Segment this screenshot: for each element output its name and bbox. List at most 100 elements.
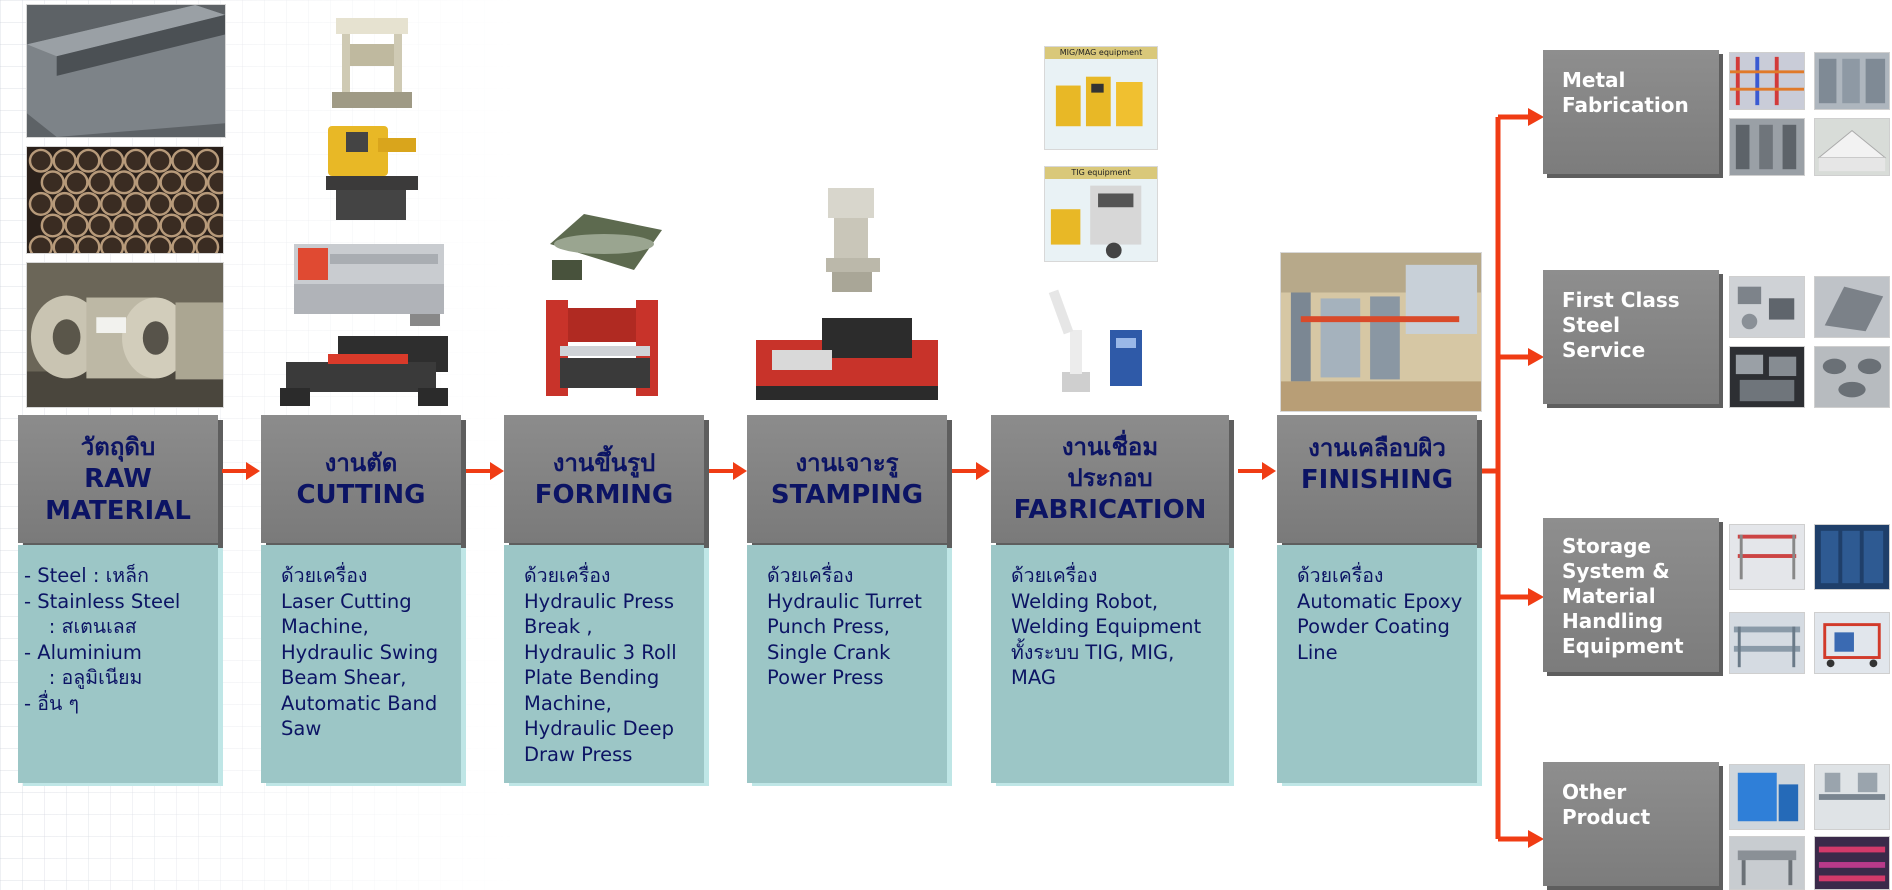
stage-body-forming: ด้วยเครื่อง Hydraulic Press Break , Hydr… <box>504 545 704 783</box>
welding-robot-photo <box>1048 280 1150 398</box>
body-line: Break , <box>524 615 593 638</box>
flow-arrow-icon <box>1238 462 1276 480</box>
output-label: Fabrication <box>1562 93 1689 117</box>
body-line: Punch Press, <box>767 615 890 638</box>
stage-body-raw-material: - Steel : เหล็ก - Stainless Steel : สเตน… <box>18 545 218 783</box>
body-line: ด้วยเครื่อง <box>281 564 368 587</box>
powder-coating-line-photo <box>1280 252 1482 412</box>
stage-header-forming: งานขึ้นรูป FORMING <box>504 415 704 543</box>
body-line: ด้วยเครื่อง <box>1011 564 1098 587</box>
locker-thumbnail <box>1814 524 1890 590</box>
turret-punch-press-photo <box>752 310 942 404</box>
stage-body-fabrication: ด้วยเครื่อง Welding Robot, Welding Equip… <box>991 545 1229 783</box>
body-line: ด้วยเครื่อง <box>1297 564 1384 587</box>
stage-header-cutting: งานตัด CUTTING <box>261 415 461 543</box>
body-line: Automatic Band <box>281 691 438 715</box>
stage-title-thai: งานเชื่อม <box>1061 433 1159 461</box>
trolley-thumbnail <box>1814 612 1890 674</box>
stage-title-thai: งานตัด <box>324 448 398 477</box>
flow-arrow-icon <box>952 462 990 480</box>
body-line: Hydraulic Press <box>524 589 674 613</box>
tent-structure-thumbnail <box>1814 118 1890 176</box>
body-line: ทั้งระบบ TIG, MIG, <box>1011 640 1175 664</box>
blue-cabinet-thumbnail <box>1729 764 1805 830</box>
steel-sheet-photo <box>26 4 226 138</box>
body-line: Draw Press <box>524 742 633 766</box>
output-label: Handling <box>1562 609 1664 633</box>
output-label: Other <box>1562 780 1627 804</box>
tig-equipment-photo: TIG equipment <box>1044 166 1158 262</box>
body-line: Hydraulic Swing <box>281 640 439 664</box>
stage-title-en: CUTTING <box>296 479 426 510</box>
stage-body-stamping: ด้วยเครื่อง Hydraulic Turret Punch Press… <box>747 545 947 783</box>
body-line: : อลูมิเนียม <box>24 666 143 689</box>
flow-arrow-icon <box>466 462 504 480</box>
output-label: First Class <box>1562 288 1680 312</box>
body-line: Powder Coating <box>1297 615 1450 638</box>
body-line: ด้วยเครื่อง <box>767 564 854 587</box>
output-label: Service <box>1562 338 1646 362</box>
stage-title-en: RAW <box>84 463 152 494</box>
output-label: Equipment <box>1562 634 1684 658</box>
body-line: - อื่น ๆ <box>24 691 79 715</box>
body-line: - Stainless Steel <box>24 589 181 613</box>
stage-title-en: FABRICATION <box>1013 495 1207 525</box>
body-line: Welding Equipment <box>1011 615 1202 638</box>
body-line: Plate Bending <box>524 666 660 689</box>
racking-thumbnail <box>1729 52 1805 110</box>
stage-title-thai: วัตถุดิบ <box>80 432 156 461</box>
stage-header-fabrication: งานเชื่อม ประกอบ FABRICATION <box>991 415 1229 543</box>
stage-title-thai: งานขึ้นรูป <box>552 448 656 477</box>
body-line: Hydraulic 3 Roll <box>524 640 677 664</box>
output-label: Product <box>1562 805 1651 829</box>
stage-header-stamping: งานเจาะรู STAMPING <box>747 415 947 543</box>
stage-body-finishing: ด้วยเครื่อง Automatic Epoxy Powder Coati… <box>1277 545 1477 783</box>
body-line: Line <box>1297 640 1338 664</box>
output-label: Storage <box>1562 534 1651 558</box>
stage-title-en: STAMPING <box>770 479 924 510</box>
stage-title-thai-2: ประกอบ <box>1067 464 1153 492</box>
output-box-first-class-steel-service: First Class Steel Service <box>1543 270 1719 404</box>
body-line: - Aluminium <box>24 640 142 664</box>
body-line: MAG <box>1011 666 1056 689</box>
steel-coils-photo <box>26 262 224 408</box>
body-line: Hydraulic Deep <box>524 717 675 740</box>
body-line: Welding Robot, <box>1011 589 1159 613</box>
laser-cutting-machine-photo <box>278 332 452 408</box>
stage-body-cutting: ด้วยเครื่อง Laser Cutting Machine, Hydra… <box>261 545 461 783</box>
body-line: Hydraulic Turret <box>767 589 922 613</box>
press-brake-photo <box>540 296 666 404</box>
stage-header-raw-material: วัตถุดิบ RAW MATERIAL <box>18 415 218 543</box>
stamped-parts-thumbnail <box>1729 346 1805 408</box>
output-label: Metal <box>1562 68 1626 92</box>
body-line: Laser Cutting <box>281 589 412 613</box>
stage-title-en: MATERIAL <box>45 495 191 526</box>
band-saw-photo <box>318 118 426 228</box>
crank-press-photo <box>818 184 888 294</box>
output-label: System & <box>1562 559 1670 583</box>
body-line: ด้วยเครื่อง <box>524 564 611 587</box>
tig-label: TIG equipment <box>1045 167 1157 179</box>
hydraulic-press-photo <box>328 14 416 112</box>
mig-mag-equipment-photo: MIG/MAG equipment <box>1044 46 1158 150</box>
laser-cut-sheet-thumbnail <box>1814 346 1890 408</box>
roll-bending-photo <box>544 204 666 284</box>
mig-mag-label: MIG/MAG equipment <box>1045 47 1157 59</box>
flow-arrow-icon <box>222 462 260 480</box>
shelving-thumbnail <box>1729 118 1805 176</box>
output-branch-arrows-icon <box>1482 108 1544 848</box>
body-line: Saw <box>281 717 322 740</box>
body-line: Single Crank <box>767 640 891 664</box>
stage-title-en: FINISHING <box>1300 465 1454 495</box>
stage-title-en: FORMING <box>534 479 674 510</box>
body-line: Beam Shear, <box>281 666 407 689</box>
workstation-thumbnail <box>1814 764 1890 830</box>
shear-machine-photo <box>290 236 448 330</box>
storage-cart-thumbnail <box>1729 524 1805 590</box>
output-box-storage-system: Storage System & Material Handling Equip… <box>1543 518 1719 672</box>
body-line: Power Press <box>767 666 884 689</box>
warehouse-thumbnail <box>1814 52 1890 110</box>
output-label: Steel <box>1562 313 1620 337</box>
flow-arrow-icon <box>709 462 747 480</box>
stage-header-finishing: งานเคลือบผิว FINISHING <box>1277 415 1477 543</box>
